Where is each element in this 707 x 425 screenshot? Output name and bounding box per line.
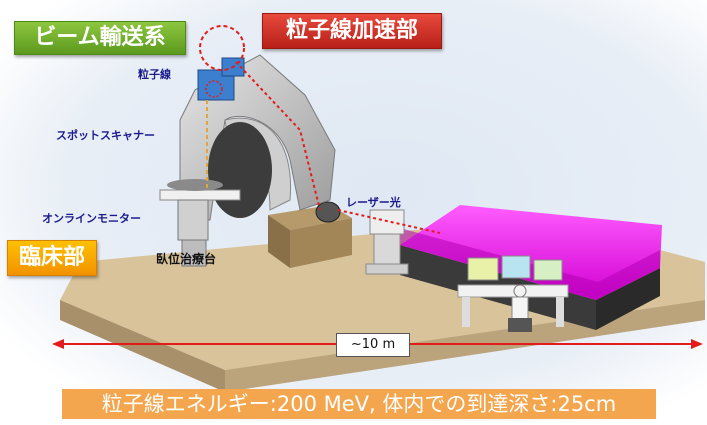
console-desk: [457, 284, 569, 298]
monitor-2: [501, 255, 531, 279]
beam-transport-tag: ビーム輸送系: [14, 21, 186, 55]
monitor-3: [533, 259, 563, 281]
online-monitor-label: オンラインモニター: [42, 212, 141, 225]
base-block-side: [290, 218, 352, 268]
base-block-front: [268, 215, 290, 268]
scan-highlight: [205, 80, 223, 98]
particle-beam-label: 粒子線: [138, 68, 171, 81]
treatment-couch-label: 臥位治療台: [156, 252, 217, 266]
accelerator-box-top: [400, 205, 662, 300]
online-monitor-stack: [177, 199, 209, 241]
laser-stand-base: [365, 263, 409, 275]
caption-bar: 粒子線エネルギー:200 MeV, 体内での到達深さ:25cm: [62, 389, 656, 419]
transport-beam: [235, 61, 321, 211]
distance-label: ~10 m: [336, 333, 410, 357]
distance-arrow-left-head: [52, 339, 64, 349]
accelerator-box-front: [596, 268, 660, 330]
accelerator-tag: 粒子線加速部: [262, 13, 442, 49]
distance-arrow-right-head: [691, 339, 703, 349]
console-desk-leg-left: [462, 297, 470, 327]
clinical-tag: 臨床部: [7, 240, 97, 276]
console-desk-leg-right: [556, 297, 564, 327]
beam-port: [315, 201, 341, 223]
couch: [159, 189, 241, 201]
operator-head: [513, 284, 527, 298]
operator-body: [511, 296, 529, 320]
monitor-1: [467, 257, 499, 281]
beam-dashed-circle: [199, 25, 245, 71]
patient: [167, 179, 223, 191]
spot-scanner-label: スポットスキャナー: [56, 129, 155, 142]
couch-pedestal: [181, 239, 207, 267]
operator-chair: [508, 318, 532, 332]
floor-front: [60, 300, 225, 392]
laser-light-label: レーザー光: [346, 196, 401, 209]
laser-stand-mid: [373, 233, 401, 265]
gantry-bore: [208, 122, 272, 218]
